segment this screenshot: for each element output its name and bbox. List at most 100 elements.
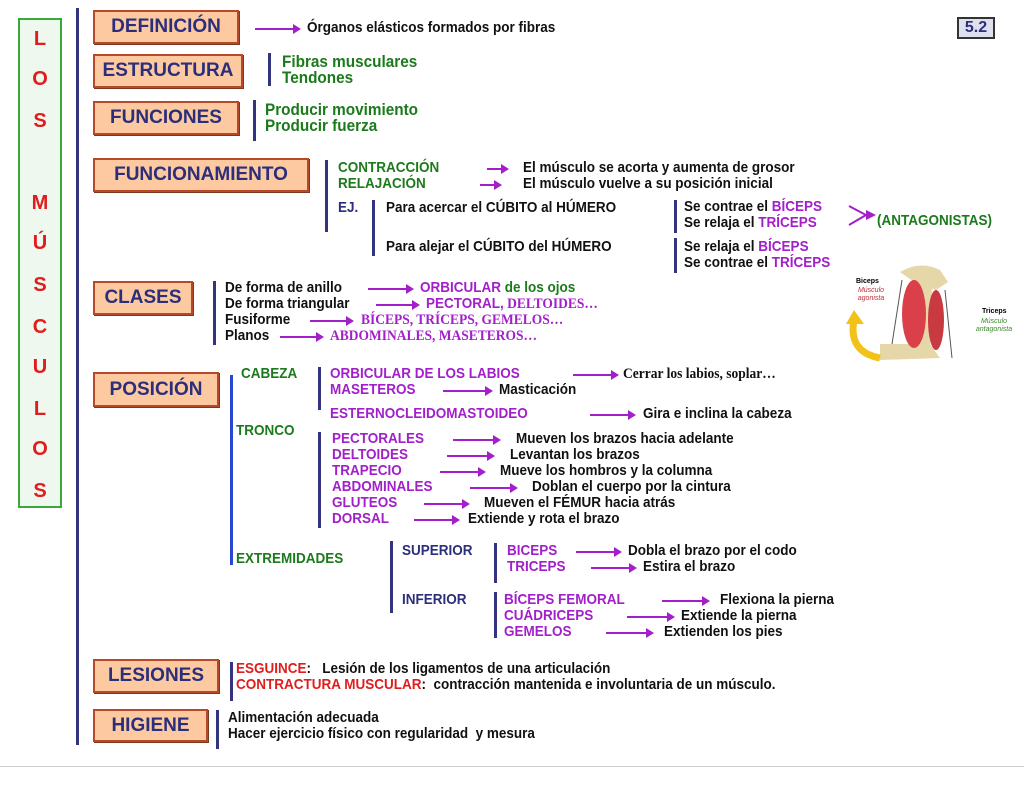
arrow-icon xyxy=(310,316,354,326)
acercar-triceps: Se relaja el TRÍCEPS xyxy=(684,215,817,231)
muscle-desc: Levantan los brazos xyxy=(510,446,640,463)
arrow-icon xyxy=(414,515,460,525)
figure-triceps-label: Triceps xyxy=(982,308,1007,315)
muscle-desc: Flexiona la pierna xyxy=(720,591,835,608)
side-title-letter: Ú xyxy=(32,232,48,254)
relajacion-label: RELAJACIÓN xyxy=(338,175,426,192)
side-title-letter: S xyxy=(33,274,47,296)
bracket-line xyxy=(325,160,328,232)
funciones-item: Producir movimiento xyxy=(265,100,419,119)
box-higiene: HIGIENE xyxy=(93,709,208,742)
muscle-name: DELTOIDES… xyxy=(503,296,598,312)
side-title-letter: L xyxy=(33,28,47,50)
lesion-desc: contracción mantenida e involuntaria de … xyxy=(425,676,776,693)
muscle-name: MASETEROS xyxy=(330,381,416,398)
arrow-icon xyxy=(606,628,654,638)
bracket-line xyxy=(372,200,375,256)
lesion-term: ESGUINCE xyxy=(236,660,307,677)
muscle-name: BÍCEPS FEMORAL xyxy=(504,591,625,608)
arrow-icon xyxy=(662,596,710,606)
box-lesiones: LESIONES xyxy=(93,659,219,693)
box-funcionamiento: FUNCIONAMIENTO xyxy=(93,158,309,192)
text: : xyxy=(306,660,312,677)
alejar-triceps: Se contrae el TRÍCEPS xyxy=(684,255,830,271)
side-title-letter: S xyxy=(33,110,47,132)
arrow-icon xyxy=(576,547,622,557)
page-number-badge: 5.2 xyxy=(957,17,995,39)
box-funciones: FUNCIONES xyxy=(93,101,239,135)
muscle-name: ESTERNOCLEIDOMASTOIDEO xyxy=(330,405,528,422)
lesion-item: CONTRACTURA MUSCULAR: contracción manten… xyxy=(236,677,776,693)
arrow-icon xyxy=(453,435,501,445)
alejar-biceps: Se relaja el BÍCEPS xyxy=(684,239,809,255)
muscle-name: TRAPECIO xyxy=(332,462,402,479)
lesion-term: CONTRACTURA MUSCULAR xyxy=(236,676,422,693)
side-title-letter: L xyxy=(33,398,47,420)
acercar-text: Para acercar el CÚBITO al HÚMERO xyxy=(386,199,617,216)
muscle-name: TRICEPS xyxy=(507,558,566,575)
higiene-item: Alimentación adecuada xyxy=(228,709,379,726)
muscle-name: BÍCEPS xyxy=(758,238,809,255)
figure-agonista-label: Músculo agonista xyxy=(857,287,885,302)
muscle-name: TRÍCEPS xyxy=(771,254,831,271)
bracket-line xyxy=(390,541,393,613)
figure-biceps-label: Biceps xyxy=(856,278,879,285)
arrow-icon xyxy=(255,24,301,34)
box-posicion: POSICIÓN xyxy=(93,372,219,407)
arrow-icon xyxy=(573,370,619,380)
muscle-name: DELTOIDES xyxy=(332,446,409,463)
arrow-icon xyxy=(280,332,324,342)
muscle-desc: Gira e inclina la cabeza xyxy=(643,405,792,422)
bracket-line xyxy=(253,100,256,141)
clase-label: Fusiforme xyxy=(225,311,291,328)
arrow-icon xyxy=(627,612,675,622)
muscle-name: PECTORAL, xyxy=(426,295,504,312)
arrow-icon xyxy=(590,410,636,420)
arm-muscle-illustration: Biceps Músculo agonista Triceps Músculo … xyxy=(840,262,1022,366)
text: de los ojos xyxy=(501,279,576,296)
inferior-label: INFERIOR xyxy=(402,591,467,608)
muscle-desc: Extiende y rota el brazo xyxy=(468,510,620,527)
muscle-desc: Estira el brazo xyxy=(643,558,736,575)
relajacion-desc: El músculo vuelve a su posición inicial xyxy=(523,175,773,192)
muscle-name: ABDOMINALES xyxy=(332,478,433,495)
bracket-line xyxy=(268,53,271,86)
bracket-line xyxy=(230,375,233,565)
lesion-item: ESGUINCE: Lesión de los ligamentos de un… xyxy=(236,661,610,677)
box-definicion: DEFINICIÓN xyxy=(93,10,239,44)
arrow-icon xyxy=(440,467,486,477)
side-title-letter: U xyxy=(32,356,48,378)
arm-illustration-icon xyxy=(846,265,953,362)
muscle-name: ORBICULAR DE LOS LABIOS xyxy=(330,365,520,382)
arrow-icon xyxy=(424,499,470,509)
muscle-name: ORBICULAR xyxy=(420,279,501,296)
definicion-text: Órganos elásticos formados por fibras xyxy=(307,19,556,36)
superior-label: SUPERIOR xyxy=(402,542,473,559)
bracket-line xyxy=(216,710,219,749)
estructura-item: Tendones xyxy=(282,68,354,87)
merge-arrow-icon xyxy=(848,205,876,226)
muscle-name: CUÁDRICEPS xyxy=(504,607,594,624)
alejar-text: Para alejar el CÚBITO del HÚMERO xyxy=(386,238,612,255)
muscle-desc: Doblan el cuerpo por la cintura xyxy=(532,478,731,495)
contraccion-desc: El músculo se acorta y aumenta de grosor xyxy=(523,159,795,176)
lesion-desc: Lesión de los ligamentos de una articula… xyxy=(311,660,611,677)
extremidades-label: EXTREMIDADES xyxy=(236,550,344,567)
higiene-item: Hacer ejercicio físico con regularidad y… xyxy=(228,725,535,742)
muscle-desc: Mueven el FÉMUR hacia atrás xyxy=(484,494,676,511)
arrow-icon xyxy=(470,483,518,493)
bracket-line xyxy=(318,367,321,410)
bracket-line xyxy=(318,432,321,528)
acercar-biceps: Se contrae el BÍCEPS xyxy=(684,199,822,215)
bracket-line xyxy=(494,592,497,638)
side-title-letter: O xyxy=(32,68,48,90)
arrow-icon xyxy=(487,164,509,174)
ejemplo-label: EJ. xyxy=(338,199,359,216)
arrow-icon xyxy=(376,300,420,310)
muscle-name: BÍCEPS xyxy=(771,198,823,215)
arrow-icon xyxy=(447,451,495,461)
arrow-icon xyxy=(443,386,493,396)
muscle-desc: Masticación xyxy=(499,381,577,398)
clase-value: BÍCEPS, TRÍCEPS, GEMELOS… xyxy=(361,312,564,328)
clase-value: PECTORAL, DELTOIDES… xyxy=(426,295,598,313)
